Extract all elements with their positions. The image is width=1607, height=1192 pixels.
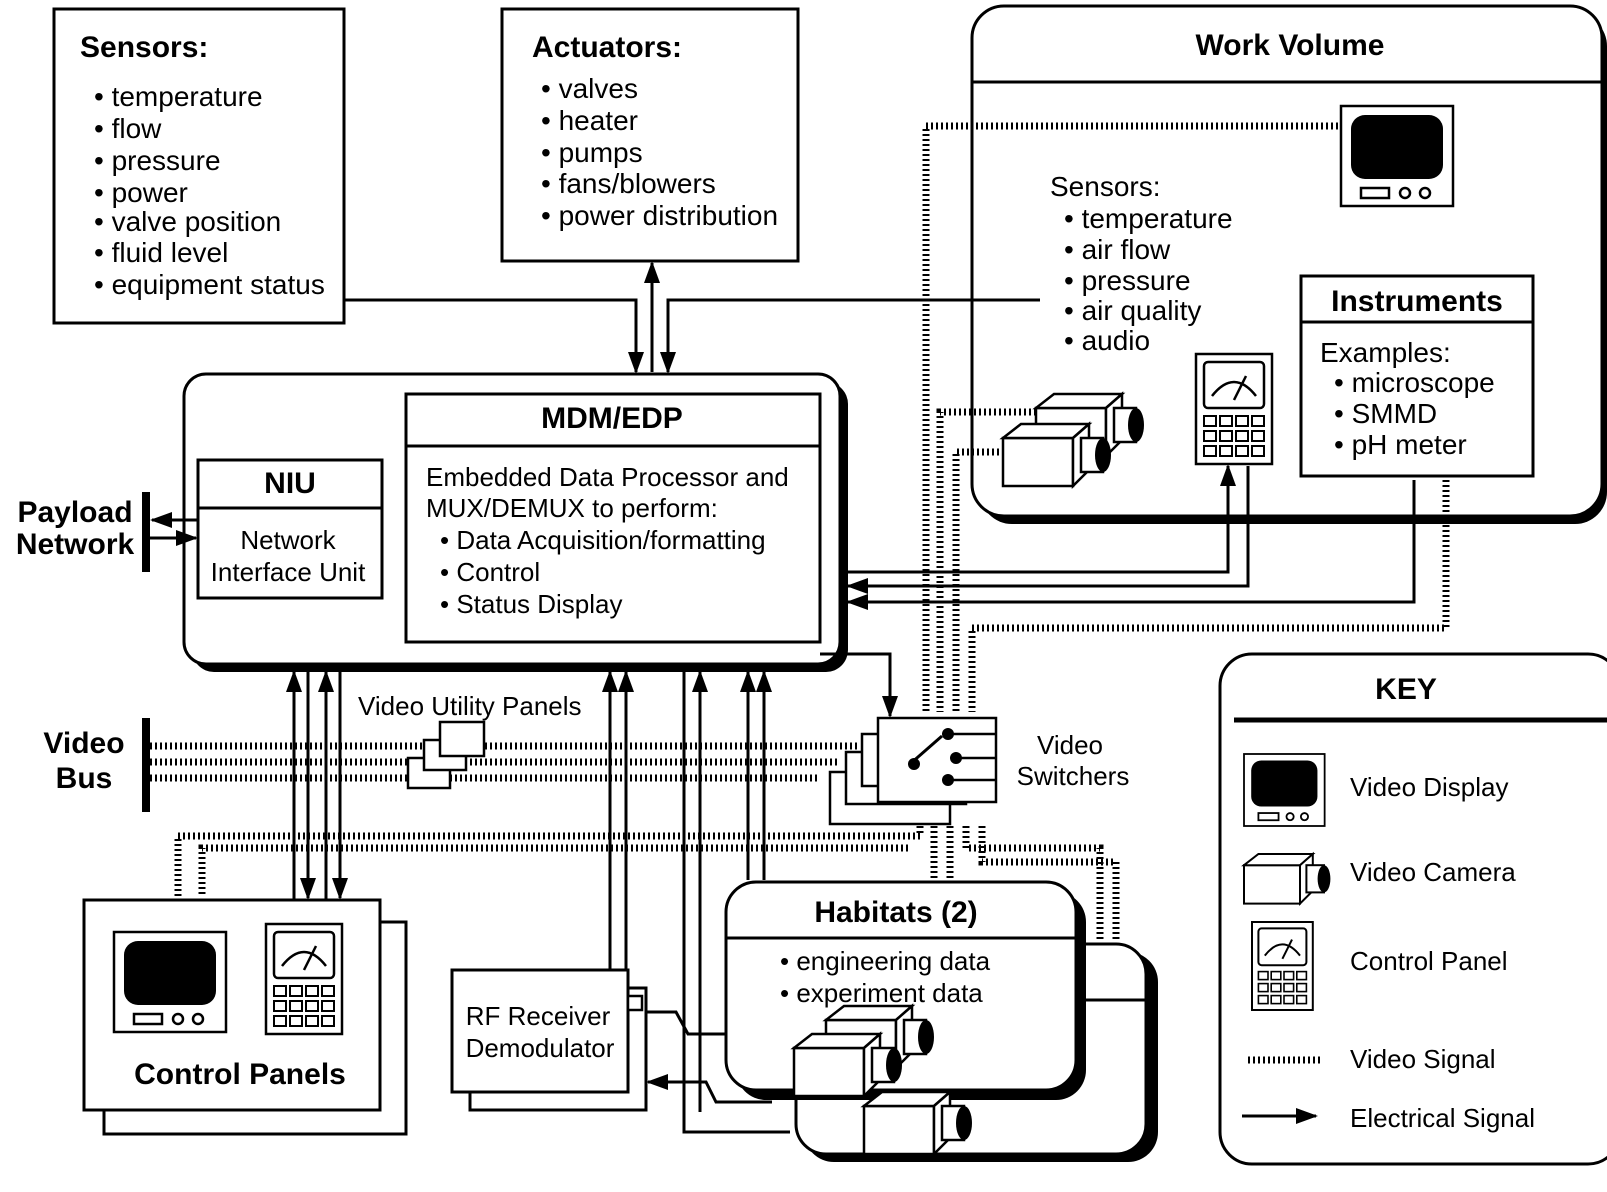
key-label: Control Panel: [1350, 946, 1508, 976]
control-panel-icon: [264, 922, 344, 1036]
payload-network-label: Network: [16, 528, 135, 561]
mdm-item: • Control: [440, 557, 540, 587]
mdm-desc-line: MUX/DEMUX to perform:: [426, 493, 718, 523]
key-label: Video Display: [1350, 772, 1509, 802]
instruments-box: Instruments Examples: • microscope • SMM…: [1299, 274, 1535, 478]
control-panel-icon: [1194, 352, 1274, 466]
key-box: KEY Video Display Video Camera Control P…: [1218, 652, 1607, 1166]
video-utility-panels-label: Video Utility Panels: [358, 691, 582, 721]
mdm-desc-line: Embedded Data Processor and: [426, 462, 789, 492]
actuators-box: Actuators: • valves • heater • pumps • f…: [500, 7, 800, 263]
sensor-item: • temperature: [94, 81, 263, 112]
key-title: KEY: [1375, 673, 1437, 706]
mdm-item: • Status Display: [440, 589, 623, 619]
instruments-title: Instruments: [1331, 285, 1503, 318]
sensor-item: • equipment status: [94, 269, 325, 300]
sensor-item: • valve position: [94, 206, 281, 237]
video-display-icon: [112, 930, 228, 1034]
actuator-item: • valves: [541, 73, 638, 104]
rf-receiver-label: RF Receiver: [466, 1001, 611, 1031]
instrument-item: • pH meter: [1334, 429, 1467, 460]
mdm-edp-box: MDM/EDP Embedded Data Processor and MUX/…: [404, 392, 822, 644]
video-switchers-label: Video: [1037, 730, 1103, 760]
rf-receiver-box: RF Receiver Demodulator: [450, 968, 648, 1112]
actuator-item: • power distribution: [541, 200, 778, 231]
habitats-title: Habitats (2): [814, 896, 977, 929]
niu-box: NIU Network Interface Unit: [196, 458, 384, 600]
instruments-examples-title: Examples:: [1320, 337, 1451, 368]
connections: [174, 122, 1450, 1134]
video-switchers-label: Switchers: [1017, 761, 1130, 791]
sensor-item: • power: [94, 177, 188, 208]
wv-sensor-item: • audio: [1064, 325, 1150, 356]
sensor-item: • flow: [94, 113, 162, 144]
wv-sensor-item: • air quality: [1064, 295, 1201, 326]
video-bus-label: Video: [43, 727, 124, 760]
video-bus: Video Bus: [43, 718, 150, 812]
video-bus-signals: [150, 742, 860, 782]
actuator-item: • fans/blowers: [541, 168, 716, 199]
habitat-item: • engineering data: [780, 946, 991, 976]
payload-network: Payload Network: [16, 492, 198, 572]
video-bus-label: Bus: [56, 762, 113, 795]
mdm-title: MDM/EDP: [541, 402, 683, 435]
sensor-item: • fluid level: [94, 237, 228, 268]
niu-line: Network: [240, 525, 336, 555]
control-panel-icon: [1250, 920, 1314, 1012]
key-label: Video Camera: [1350, 857, 1516, 887]
key-label: Electrical Signal: [1350, 1103, 1535, 1133]
habitats-box: Habitats (2) • engineering data • experi…: [724, 880, 1158, 1162]
control-panels-box: Control Panels: [82, 898, 408, 1136]
actuators-title: Actuators:: [532, 31, 682, 64]
wv-sensor-item: • pressure: [1064, 265, 1191, 296]
work-volume-sensors-title: Sensors:: [1050, 171, 1161, 202]
sensor-item: • pressure: [94, 145, 221, 176]
work-volume-title: Work Volume: [1196, 29, 1385, 62]
rf-receiver-label: Demodulator: [466, 1033, 615, 1063]
sensors-box: Sensors: • temperature • flow • pressure…: [52, 7, 346, 325]
habitat-item: • experiment data: [780, 978, 983, 1008]
video-display-icon: [1339, 104, 1455, 208]
video-utility-panels: Video Utility Panels: [358, 691, 582, 790]
video-switchers: Video Switchers: [828, 716, 1130, 826]
actuator-item: • pumps: [541, 137, 643, 168]
instrument-item: • microscope: [1334, 367, 1495, 398]
key-label: Video Signal: [1350, 1044, 1496, 1074]
wv-sensor-item: • temperature: [1064, 203, 1233, 234]
control-panels-label: Control Panels: [134, 1058, 346, 1091]
niu-line: Interface Unit: [211, 557, 366, 587]
sensors-title: Sensors:: [80, 31, 208, 64]
payload-network-label: Payload: [17, 496, 132, 529]
instrument-item: • SMMD: [1334, 398, 1437, 429]
wv-sensor-item: • air flow: [1064, 234, 1171, 265]
actuator-item: • heater: [541, 105, 638, 136]
mdm-item: • Data Acquisition/formatting: [440, 525, 766, 555]
video-display-icon: [1243, 753, 1326, 827]
niu-title: NIU: [264, 467, 316, 500]
